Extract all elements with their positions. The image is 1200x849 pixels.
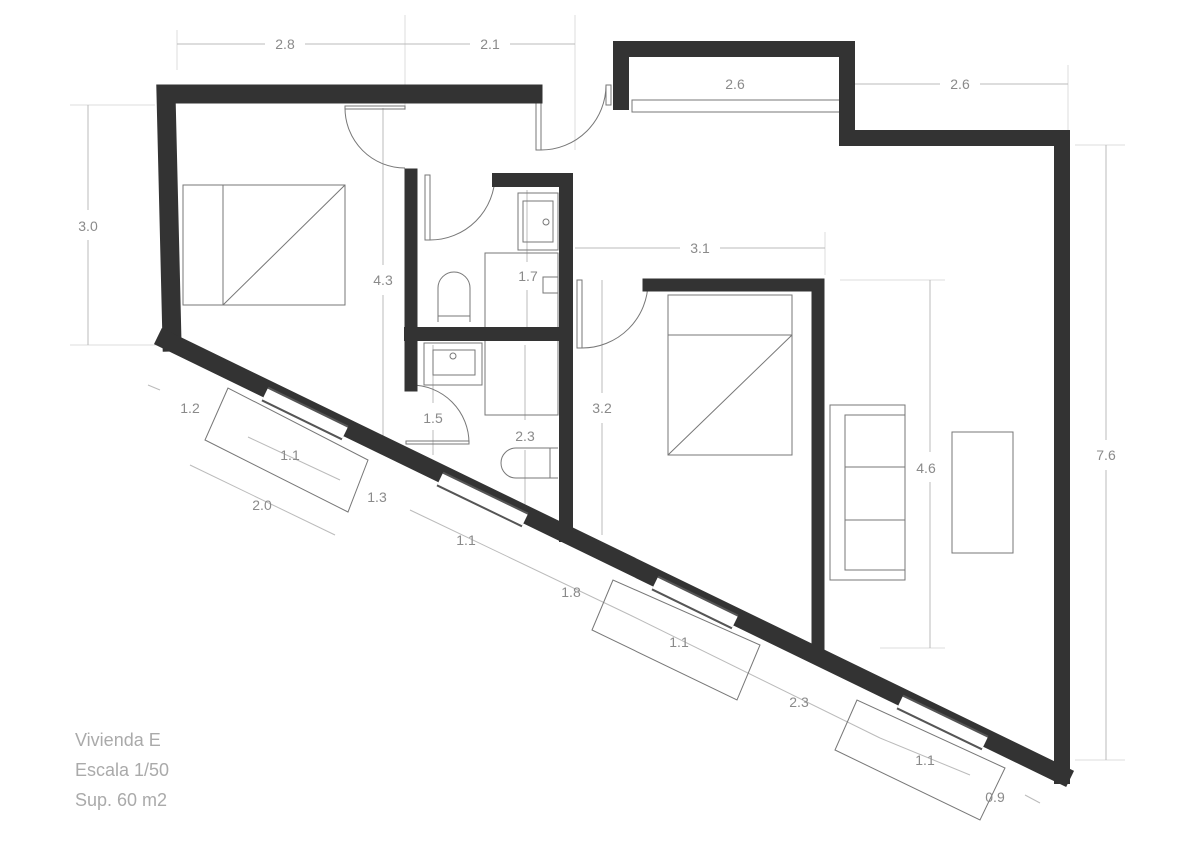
dim-bedroom2-height: 3.2 — [592, 400, 612, 416]
dim-bath-lower: 2.3 — [515, 428, 535, 444]
dim-diag-6: 0.9 — [985, 789, 1005, 805]
dim-bath-upper: 1.7 — [518, 268, 538, 284]
dim-diag-5: 2.3 — [789, 694, 809, 710]
dim-win-3: 1.1 — [669, 634, 689, 650]
dim-win-4: 1.1 — [915, 752, 935, 768]
bed-2 — [667, 294, 793, 456]
plan-area: Sup. 60 m2 — [75, 790, 167, 810]
dim-top-left: 2.8 — [275, 36, 295, 52]
dim-top-bump: 2.6 — [725, 76, 745, 92]
dim-top-right: 2.6 — [950, 76, 970, 92]
sofa — [829, 404, 906, 581]
dim-top-mid: 2.1 — [480, 36, 500, 52]
dimension-labels: 2.8 2.1 2.6 2.6 3.0 4.3 1.7 3.1 3.2 1.5 … — [78, 36, 1116, 805]
dim-left-height: 3.0 — [78, 218, 98, 234]
plan-scale: Escala 1/50 — [75, 760, 169, 780]
dimension-lines — [87, 43, 1107, 821]
bed-1 — [182, 184, 346, 306]
dim-diag-1: 1.2 — [180, 400, 200, 416]
dim-bedroom2-width: 3.1 — [690, 240, 710, 256]
dim-win-2: 1.1 — [456, 532, 476, 548]
dim-diag-3: 2.0 — [252, 497, 272, 513]
dim-hall-height: 4.3 — [373, 272, 393, 288]
dim-win-1: 1.1 — [280, 447, 300, 463]
plan-title: Vivienda E — [75, 730, 161, 750]
plan-legend: Vivienda E Escala 1/50 Sup. 60 m2 — [75, 730, 169, 810]
extension-lines — [70, 15, 1125, 761]
dim-total-height: 7.6 — [1096, 447, 1116, 463]
dim-living-height: 4.6 — [916, 460, 936, 476]
dim-diag-2: 1.3 — [367, 489, 387, 505]
coffee-table — [951, 431, 1014, 554]
doors — [344, 84, 841, 445]
dim-bath-door: 1.5 — [423, 410, 443, 426]
windows — [261, 386, 989, 751]
dim-diag-4: 1.8 — [561, 584, 581, 600]
